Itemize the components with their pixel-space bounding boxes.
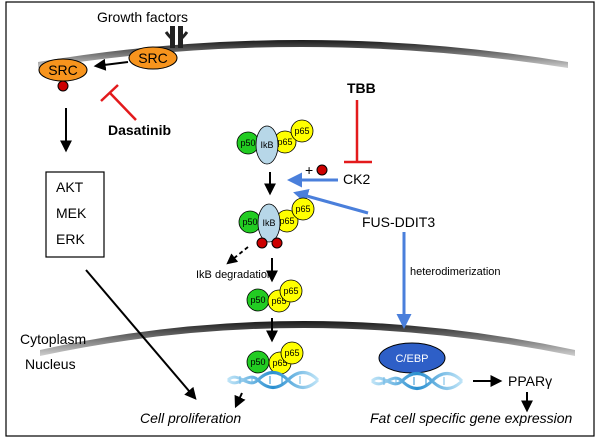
phospho-dot [57, 80, 69, 92]
receptor-icon [164, 26, 189, 48]
dna-to-proliferation-arrow [234, 392, 246, 409]
p65-node [280, 341, 304, 365]
cytoplasm-label: Cytoplasm [20, 331, 86, 347]
cebp-label: C/EBP [395, 353, 428, 365]
nfkb-dimer-cytoplasm: p50 p65 p65 [246, 279, 303, 313]
cell-proliferation-label: Cell proliferation [140, 410, 241, 426]
akt-label: AKT [56, 179, 84, 195]
dasatinib-inhibition [109, 92, 137, 121]
tbb-label: TBB [347, 80, 376, 96]
p50-label: p50 [250, 295, 265, 305]
p50-label: p50 [240, 138, 255, 148]
p65-label: p65 [283, 286, 298, 296]
src-right-node [128, 46, 178, 70]
dasatinib-label: Dasatinib [108, 122, 171, 138]
p65-label: p65 [294, 126, 309, 136]
p50-label: p50 [250, 357, 265, 367]
phospho-dot [271, 237, 283, 249]
p65-label: p65 [271, 296, 286, 306]
ck2-phospho-dot [316, 164, 328, 176]
src-left-label: SRC [48, 62, 78, 78]
p65-label: p65 [295, 204, 310, 214]
nuclear-membrane [40, 321, 575, 356]
dna-helix-right [370, 372, 464, 390]
ikb-label: IkB [260, 140, 273, 150]
nfkb-ikb-complex-2: p50 p65 p65 IkB [238, 197, 315, 249]
p65-node [290, 119, 314, 143]
dna-helix-left [226, 371, 320, 389]
ck2-label: CK2 [343, 171, 370, 187]
erk-label: ERK [56, 231, 85, 247]
ikb-degradation-arrow [226, 246, 249, 265]
kinase-box [45, 171, 105, 258]
dasatinib-inhibition-bar [100, 84, 119, 102]
plus-label: + [305, 162, 313, 178]
fat-cell-expression-label: Fat cell specific gene expression [370, 410, 573, 426]
diagram-frame [5, 1, 595, 437]
phospho-dot [256, 237, 268, 249]
heterodimerization-label: heterodimerization [410, 266, 501, 278]
p50-label: p50 [242, 217, 257, 227]
p65-label: p65 [279, 216, 294, 226]
ikb-node [255, 125, 279, 165]
ppar-label: PPARγ [508, 373, 552, 389]
p65-node [279, 279, 303, 303]
mek-label: MEK [56, 205, 87, 221]
ikb-label: IkB [262, 218, 275, 228]
p65-node [291, 197, 315, 221]
ikb-degradation-label: IkB degradation [196, 269, 273, 281]
growth-factors-label: Growth factors [97, 9, 188, 25]
nucleus-label: Nucleus [25, 356, 76, 372]
p65-label: p65 [272, 358, 287, 368]
erk-to-proliferation-arrow [85, 269, 197, 400]
nfkb-dimer-nucleus: p50 p65 p65 [246, 341, 304, 375]
ikb-node [257, 203, 281, 243]
src-activation-arrow [93, 58, 129, 71]
fus-to-nfkb-arrow [293, 188, 369, 215]
fus-ddit3-label: FUS-DDIT3 [362, 214, 435, 230]
p65-label: p65 [277, 137, 292, 147]
nfkb-ikb-complex-1: p50 p65 p65 IkB [236, 119, 314, 165]
src-right-label: SRC [138, 50, 168, 66]
p65-label: p65 [284, 348, 299, 358]
